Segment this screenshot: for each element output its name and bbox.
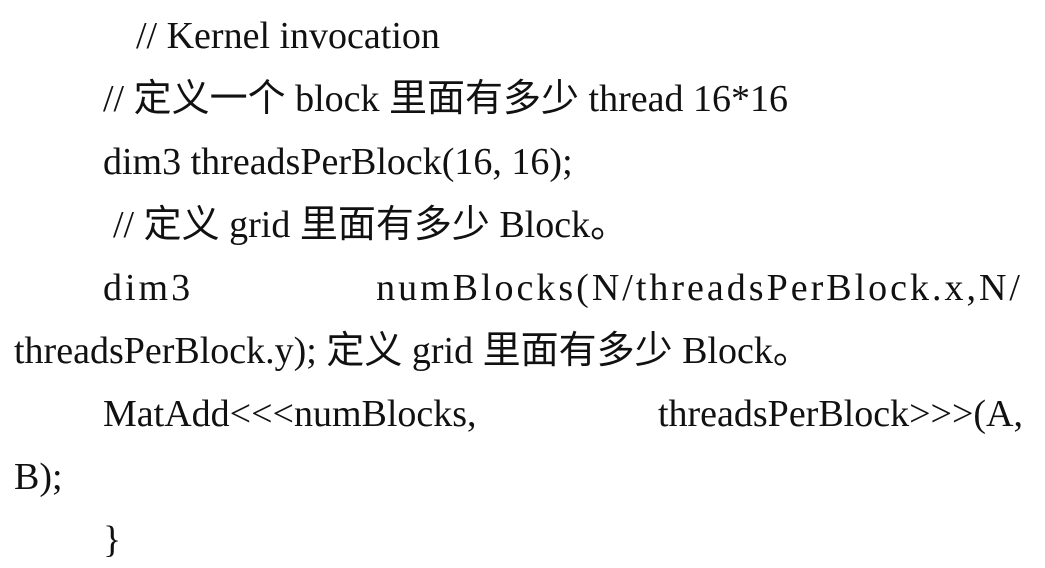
code-comment-blocks-per-grid: // 定义 grid 里面有多少 Block。 (113, 204, 629, 246)
code-closing-brace: } (103, 519, 122, 561)
code-num-blocks-continuation: threadsPerBlock.y); 定义 grid 里面有多少 Block。 (14, 330, 811, 372)
code-num-blocks-declaration: dim3 numBlocks(N/threadsPerBlock.x,N/ (103, 267, 1023, 309)
code-comment-threads-per-block: // 定义一个 block 里面有多少 thread 16*16 (103, 78, 788, 120)
code-kernel-launch-continuation: B); (14, 456, 63, 498)
code-comment-kernel-invocation: // Kernel invocation (136, 15, 440, 57)
code-kernel-launch: MatAdd<<<numBlocks, threadsPerBlock>>>(A… (103, 393, 1023, 435)
code-threads-per-block-declaration: dim3 threadsPerBlock(16, 16); (103, 141, 573, 183)
